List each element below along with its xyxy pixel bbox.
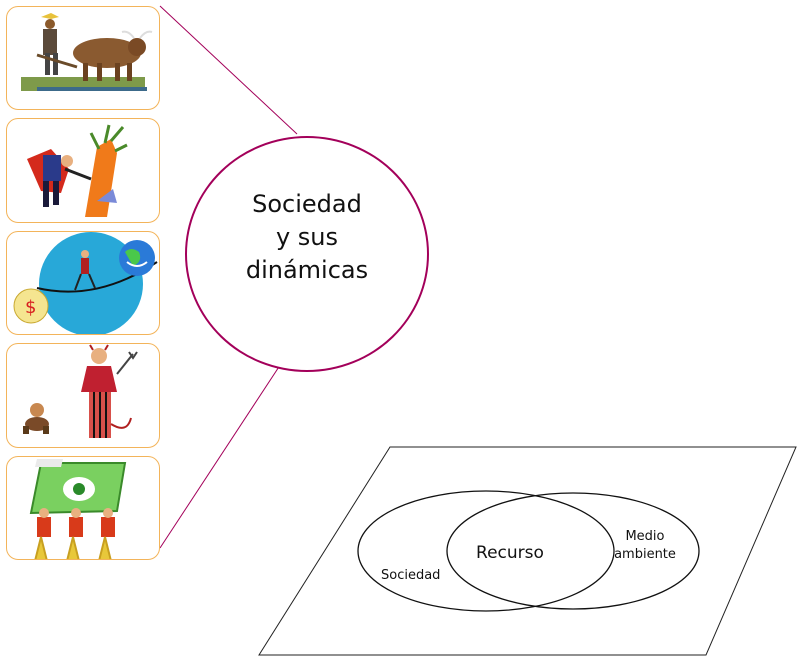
globe-economy-icon: $ <box>13 232 158 334</box>
child-and-devil-icon <box>23 344 138 438</box>
farmer-plowing-ox-icon <box>21 13 153 91</box>
topic-title: Sociedad y sus dinámicas <box>185 188 429 287</box>
image-card-people-money <box>6 456 160 560</box>
image-card-woodcutter <box>6 118 160 223</box>
label-sociedad: Sociedad <box>381 568 441 583</box>
label-medio-ambiente-line-1: Medio <box>625 529 665 544</box>
label-recurso: Recurso <box>476 543 544 563</box>
image-card-globe-economy: $ <box>6 231 160 335</box>
topic-title-line-3: dinámicas <box>245 256 369 284</box>
connector-top <box>159 5 298 135</box>
woodcutter-tree-icon <box>27 124 128 217</box>
image-card-child-devil <box>6 343 160 448</box>
sociedad-ellipse <box>357 490 615 612</box>
label-medio-ambiente: Medio ambiente <box>595 528 695 564</box>
connector-bottom <box>159 349 291 549</box>
svg-text:$: $ <box>25 297 36 318</box>
plane-parallelogram <box>258 446 797 656</box>
topic-title-line-2: y sus <box>275 223 339 251</box>
medio-ambiente-ellipse <box>446 492 700 610</box>
image-card-farmer <box>6 6 160 110</box>
label-medio-ambiente-line-2: ambiente <box>614 547 676 562</box>
people-carrying-money-icon <box>29 459 127 559</box>
topic-circle <box>185 136 429 372</box>
topic-title-line-1: Sociedad <box>252 190 362 218</box>
